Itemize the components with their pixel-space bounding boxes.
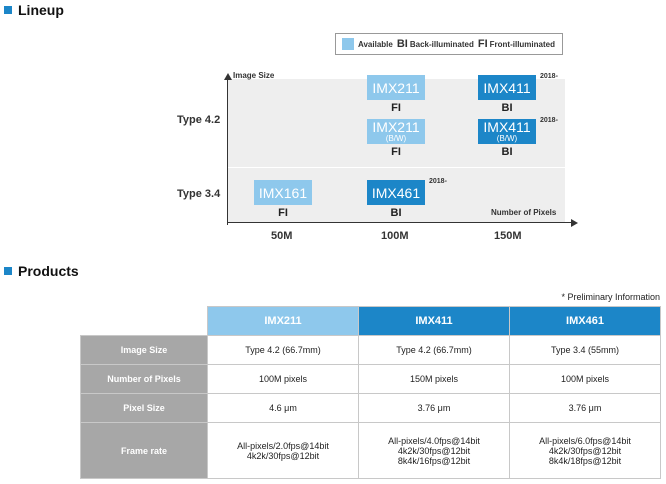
- grid-line: [227, 167, 565, 168]
- col-header-imx411: IMX411: [358, 306, 510, 336]
- table-row: Pixel Size 4.6 μm 3.76 μm 3.76 μm: [80, 393, 661, 423]
- sensor-box: IMX211(B/W): [367, 119, 425, 144]
- sensor-year: 2018-: [540, 117, 558, 124]
- cell-line: 8k4k/16fps@12bit: [397, 455, 471, 466]
- table-cell: 3.76 μm: [358, 393, 510, 423]
- legend-available: Available: [358, 39, 393, 49]
- sensor-type: FI: [278, 207, 288, 219]
- table-cell: Type 4.2 (66.7mm): [207, 335, 359, 365]
- table-header-row: IMX211 IMX411 IMX461: [80, 306, 661, 336]
- col-label-100m: 100M: [381, 230, 409, 242]
- table-cell: Type 4.2 (66.7mm): [358, 335, 510, 365]
- table-cell: 3.76 μm: [509, 393, 661, 423]
- y-axis-arrow-icon: [224, 73, 232, 80]
- table-row: Image Size Type 4.2 (66.7mm) Type 4.2 (6…: [80, 335, 661, 365]
- y-axis: [227, 79, 228, 225]
- table-cell: All-pixels/6.0fps@14bit 4k2k/30fps@12bit…: [509, 422, 661, 479]
- cell-line: All-pixels/2.0fps@14bit: [237, 440, 329, 451]
- col-header-imx211: IMX211: [207, 306, 359, 336]
- table-cell: All-pixels/2.0fps@14bit 4k2k/30fps@12bit: [207, 422, 359, 479]
- sensor-imx211: IMX211 FI: [367, 75, 425, 114]
- legend-bi-text: Back-illuminated: [409, 39, 474, 49]
- sensor-box: IMX161: [254, 180, 312, 205]
- table-corner: [80, 306, 208, 336]
- col-label-150m: 150M: [494, 230, 522, 242]
- sensor-type: BI: [390, 207, 402, 219]
- sensor-type: BI: [501, 102, 513, 114]
- legend-fi: FI: [477, 38, 488, 50]
- table-cell: Type 3.4 (55mm): [509, 335, 661, 365]
- sensor-type: BI: [501, 146, 513, 158]
- products-table: IMX211 IMX411 IMX461 Image Size Type 4.2…: [80, 306, 661, 479]
- table-cell: 150M pixels: [358, 364, 510, 394]
- sensor-imx411: IMX411 BI 2018-: [478, 73, 558, 114]
- table-cell: 100M pixels: [207, 364, 359, 394]
- cell-line: 4k2k/30fps@12bit: [246, 450, 320, 461]
- sensor-box: IMX461: [367, 180, 425, 205]
- x-axis-title: Number of Pixels: [491, 208, 557, 217]
- table-row: Number of Pixels 100M pixels 150M pixels…: [80, 364, 661, 394]
- table-cell: 4.6 μm: [207, 393, 359, 423]
- row-header: Pixel Size: [80, 393, 208, 423]
- cell-line: 8k4k/18fps@12bit: [548, 455, 622, 466]
- table-cell: All-pixels/4.0fps@14bit 4k2k/30fps@12bit…: [358, 422, 510, 479]
- sensor-imx161: IMX161 FI: [254, 180, 312, 219]
- sensor-year: 2018-: [429, 178, 447, 185]
- cell-line: 4k2k/30fps@12bit: [397, 445, 471, 456]
- sensor-imx211-bw: IMX211(B/W) FI: [367, 119, 425, 158]
- sensor-year: 2018-: [540, 73, 558, 80]
- row-label-type-3-4: Type 3.4: [177, 188, 221, 200]
- sensor-imx461: IMX461 BI 2018-: [367, 178, 447, 219]
- sensor-type: FI: [391, 146, 401, 158]
- row-header: Image Size: [80, 335, 208, 365]
- legend: Available BI Back-illuminated FI Front-i…: [335, 33, 563, 55]
- sensor-box: IMX411(B/W): [478, 119, 536, 144]
- lineup-title: Lineup: [18, 2, 64, 18]
- sensor-box: IMX411: [478, 75, 536, 100]
- legend-fi-text: Front-illuminated: [489, 39, 555, 49]
- sensor-type: FI: [391, 102, 401, 114]
- lineup-heading: Lineup: [4, 2, 64, 18]
- row-header: Number of Pixels: [80, 364, 208, 394]
- sensor-imx411-bw: IMX411(B/W) BI 2018-: [478, 117, 558, 158]
- y-axis-title: Image Size: [233, 71, 275, 80]
- cell-line: All-pixels/6.0fps@14bit: [539, 435, 631, 446]
- section-marker-icon: [4, 6, 12, 14]
- table-row: Frame rate All-pixels/2.0fps@14bit 4k2k/…: [80, 422, 661, 479]
- row-header: Frame rate: [80, 422, 208, 479]
- table-cell: 100M pixels: [509, 364, 661, 394]
- products-title: Products: [18, 263, 79, 279]
- row-label-type-4-2: Type 4.2: [177, 114, 221, 126]
- cell-line: 4k2k/30fps@12bit: [548, 445, 622, 456]
- products-heading: Products: [4, 263, 79, 279]
- col-header-imx461: IMX461: [509, 306, 661, 336]
- x-axis-arrow-icon: [571, 219, 578, 227]
- x-axis: [227, 222, 573, 223]
- col-label-50m: 50M: [271, 230, 293, 242]
- legend-bi: BI: [396, 38, 408, 50]
- available-swatch: [342, 38, 354, 50]
- cell-line: All-pixels/4.0fps@14bit: [388, 435, 480, 446]
- sensor-box: IMX211: [367, 75, 425, 100]
- section-marker-icon: [4, 267, 12, 275]
- preliminary-note: * Preliminary Information: [561, 292, 660, 302]
